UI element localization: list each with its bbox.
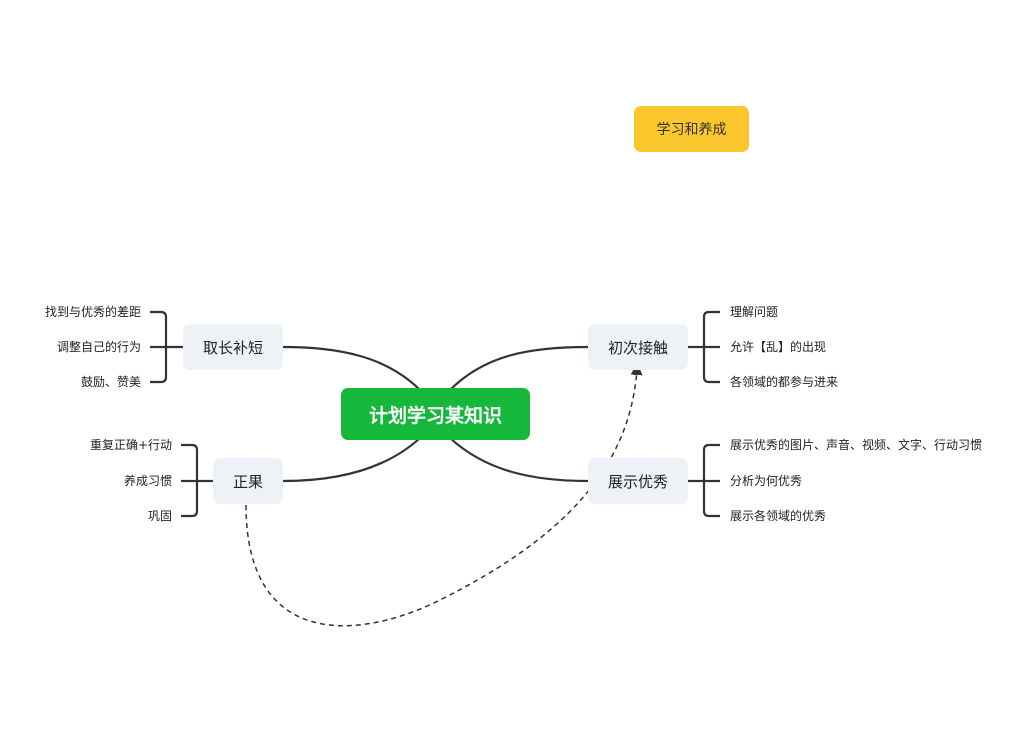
subtopic-b1-3[interactable]: 各领域的都参与进来	[730, 375, 839, 389]
branch-topic-b2[interactable]: 展示优秀	[588, 458, 688, 504]
connector-center-to-b3	[282, 345, 421, 391]
subtopic-b2-1[interactable]: 展示优秀的图片、声音、视频、文字、行动习惯	[730, 438, 983, 452]
branch-topic-b1[interactable]: 初次接触	[588, 324, 688, 370]
subtopic-b2-3[interactable]: 展示各领域的优秀	[730, 509, 827, 523]
branch-topic-label: 取长补短	[202, 338, 263, 357]
bracket-b4	[181, 443, 213, 518]
bracket-b3	[150, 310, 183, 384]
bracket-b2	[688, 443, 720, 518]
subtopic-b4-2[interactable]: 养成习惯	[123, 474, 172, 488]
floating-topic[interactable]: 学习和养成	[634, 106, 749, 152]
subtopic-b2-2[interactable]: 分析为何优秀	[730, 474, 803, 488]
bracket-b1	[688, 310, 720, 384]
branch-topic-b3[interactable]: 取长补短	[183, 324, 283, 370]
subtopic-b3-2[interactable]: 调整自己的行为	[56, 340, 141, 354]
subtopic-b4-3[interactable]: 巩固	[147, 509, 172, 523]
relationship-arrow[interactable]	[245, 363, 643, 627]
subtopic-b1-1[interactable]: 理解问题	[730, 305, 779, 319]
branch-topic-label: 正果	[232, 472, 263, 491]
subtopic-b4-1[interactable]: 重复正确+行动	[89, 438, 172, 452]
branch-topic-label: 初次接触	[607, 338, 668, 357]
central-topic-label: 计划学习某知识	[368, 404, 502, 427]
connector-center-to-b4	[282, 437, 421, 483]
subtopic-b3-3[interactable]: 鼓励、赞美	[80, 375, 141, 389]
floating-topic-label: 学习和养成	[656, 122, 727, 138]
subtopic-b1-2[interactable]: 允许【乱】的出现	[730, 340, 827, 354]
branch-topic-b4[interactable]: 正果	[213, 458, 283, 504]
central-topic[interactable]: 计划学习某知识	[341, 388, 530, 440]
connector-center-to-b2	[449, 437, 589, 483]
connector-center-to-b1	[449, 345, 589, 391]
subtopic-b3-1[interactable]: 找到与优秀的差距	[44, 305, 141, 319]
branch-topic-label: 展示优秀	[607, 472, 668, 491]
